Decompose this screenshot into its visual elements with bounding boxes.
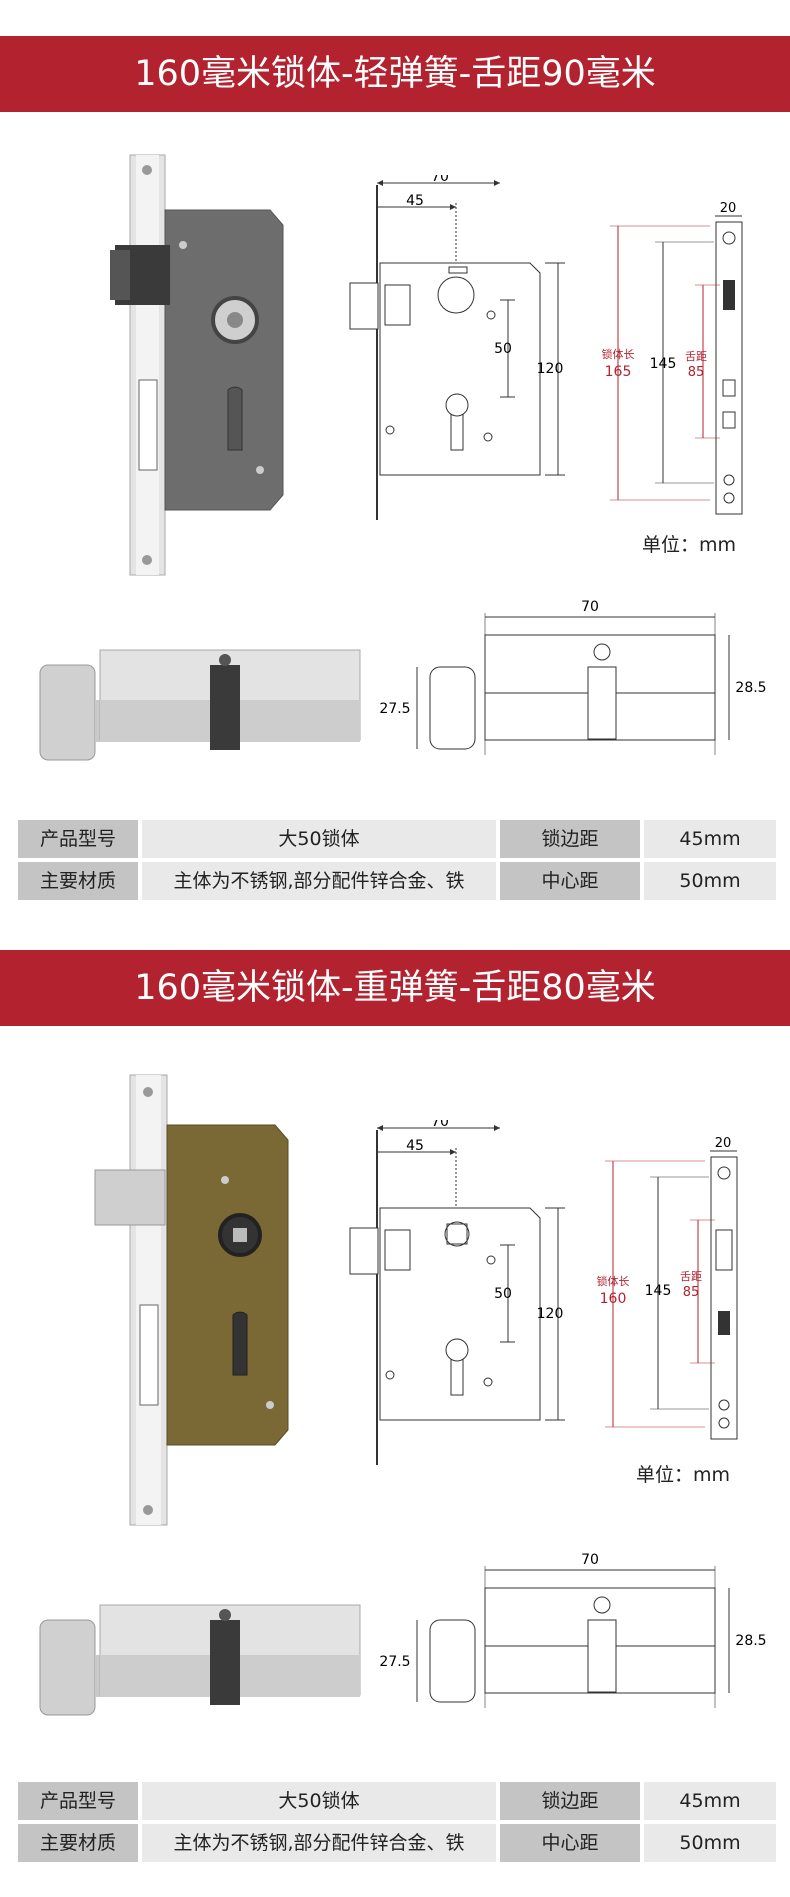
dim-height: 120: [537, 361, 564, 377]
spec-label-backset: 锁边距: [500, 820, 640, 858]
spec-value-material: 主体为不锈钢,部分配件锌合金、铁: [142, 1824, 496, 1862]
dim-face-label: 锁体长: [602, 347, 635, 361]
dim-height: 120: [537, 1306, 564, 1322]
product-section-1: 160毫米锁体-轻弹簧-舌距90毫米 70 45 5: [0, 36, 790, 904]
dim-body-height: 28.5: [735, 1633, 766, 1649]
cylinder-photo: [39, 649, 361, 761]
dim-center: 50: [494, 1286, 512, 1302]
product-section-2: 160毫米锁体-重弹簧-舌距80毫米 70 45 50: [0, 950, 790, 1897]
dim-width: 70: [431, 175, 449, 185]
mortise-lock-photo: [110, 154, 284, 576]
spec-value-material: 主体为不锈钢,部分配件锌合金、铁: [142, 862, 496, 900]
dim-backset: 45: [406, 193, 424, 209]
cylinder-drawing: 70 27.5 28.5: [379, 1552, 767, 1708]
dim-face-label: 锁体长: [597, 1274, 630, 1288]
dim-body-height: 28.5: [735, 680, 766, 696]
cylinder-drawing: 70 27.5 28.5: [379, 599, 767, 755]
spec-value-center: 50mm: [644, 1824, 776, 1862]
faceplate-drawing: 20 锁体长 160 145 舌距 85: [597, 1136, 738, 1440]
lock-front-drawing: 70 45 50 120: [349, 1120, 565, 1465]
dim-backset: 45: [406, 1138, 424, 1154]
spec-label-model: 产品型号: [18, 820, 138, 858]
spec-label-material: 主要材质: [18, 1824, 138, 1862]
dim-latch-dist: 85: [683, 1285, 700, 1300]
dim-inner-length: 145: [650, 356, 677, 372]
lock-front-drawing: 70 45 50 120: [349, 175, 565, 520]
mortise-lock-photo: [94, 1074, 289, 1526]
unit-label: 单位：mm: [642, 534, 737, 556]
dim-cyl-length: 70: [581, 1552, 599, 1568]
spec-label-center: 中心距: [500, 862, 640, 900]
spec-value-center: 50mm: [644, 862, 776, 900]
spec-label-material: 主要材质: [18, 862, 138, 900]
spec-value-backset: 45mm: [644, 1782, 776, 1820]
spec-table: 产品型号 大50锁体 锁边距 45mm 主要材质 主体为不锈钢,部分配件锌合金、…: [18, 820, 776, 904]
spec-table: 产品型号 大50锁体 锁边距 45mm 主要材质 主体为不锈钢,部分配件锌合金、…: [18, 1782, 776, 1866]
spec-label-model: 产品型号: [18, 1782, 138, 1820]
dim-face-width: 20: [715, 1136, 732, 1151]
dim-width: 70: [431, 1120, 449, 1130]
spec-value-model: 大50锁体: [142, 1782, 496, 1820]
dim-face-width: 20: [720, 201, 737, 216]
section-title: 160毫米锁体-轻弹簧-舌距90毫米: [0, 36, 790, 112]
spec-value-backset: 45mm: [644, 820, 776, 858]
dim-cyl-length: 70: [581, 599, 599, 615]
faceplate-drawing: 20 锁体长 165 145 舌距 85: [602, 201, 743, 515]
unit-label: 单位：mm: [636, 1464, 731, 1486]
spec-label-center: 中心距: [500, 1824, 640, 1862]
cylinder-photo: [39, 1604, 361, 1716]
dim-face-length: 165: [605, 364, 632, 380]
spec-label-backset: 锁边距: [500, 1782, 640, 1820]
dim-face-length: 160: [600, 1291, 627, 1307]
dim-center: 50: [494, 341, 512, 357]
dim-knob-height: 27.5: [379, 1654, 410, 1670]
dim-knob-height: 27.5: [379, 701, 410, 717]
dim-latch-label: 舌距: [685, 350, 707, 363]
section-title: 160毫米锁体-重弹簧-舌距80毫米: [0, 950, 790, 1026]
dim-inner-length: 145: [645, 1283, 672, 1299]
dim-latch-label: 舌距: [680, 1270, 702, 1283]
spec-value-model: 大50锁体: [142, 820, 496, 858]
dim-latch-dist: 85: [688, 365, 705, 380]
